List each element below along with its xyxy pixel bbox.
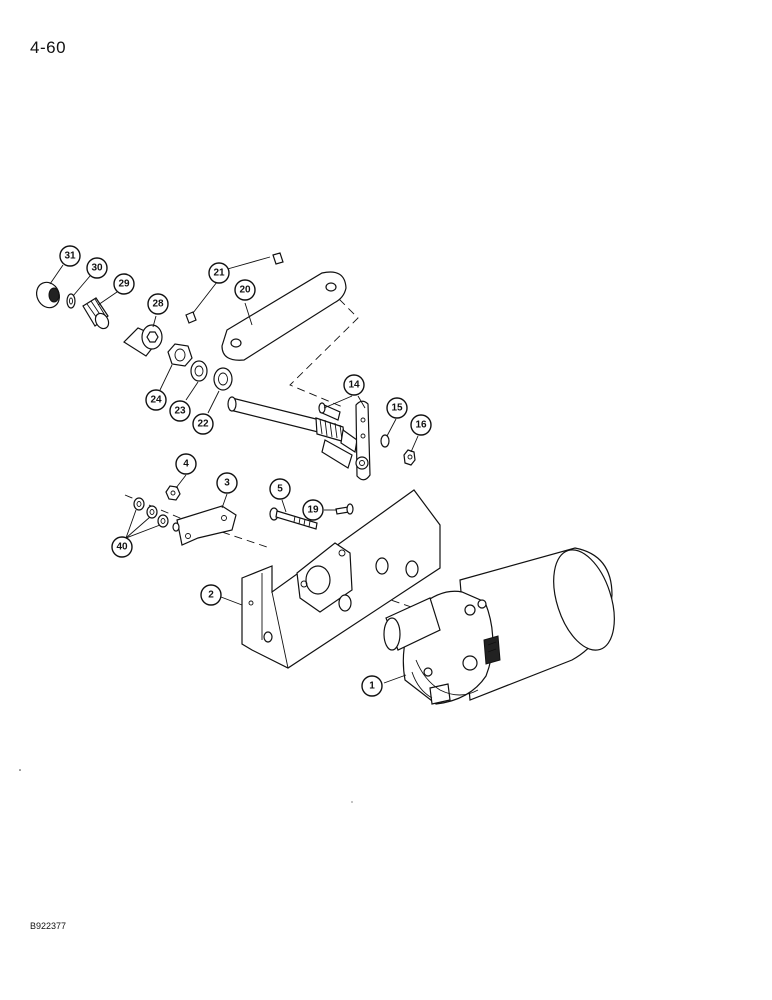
part-15-washer: [380, 434, 390, 448]
part-22-flat-washer: [213, 367, 233, 391]
callout-3: 3: [216, 472, 238, 494]
callout-23: 23: [169, 400, 191, 422]
part-23-washer: [190, 360, 208, 382]
callout-label: 23: [174, 406, 186, 417]
callout-label: 14: [348, 380, 360, 391]
speck: [351, 801, 353, 803]
part-14-crank-plate: [318, 400, 371, 481]
callout-21: 21: [208, 262, 230, 284]
part-24-nut: [167, 343, 193, 367]
callout-label: 2: [208, 590, 214, 601]
part-2-mounting-bracket: [241, 489, 441, 669]
part-16-nut: [403, 449, 416, 466]
callout-30: 30: [86, 257, 108, 279]
callout-label: 19: [307, 505, 319, 516]
callout-16: 16: [410, 414, 432, 436]
callout-22: 22: [192, 413, 214, 435]
callout-label: 1: [369, 681, 375, 692]
callout-label: 21: [213, 268, 225, 279]
part-1-wiper-motor: [383, 547, 615, 705]
callout-label: 20: [239, 285, 251, 296]
part-19-screw: [335, 503, 354, 515]
figure-code: B922377: [30, 921, 67, 931]
part-5-bolt: [269, 507, 318, 530]
part-20-link-arm: [221, 271, 347, 361]
callout-15: 15: [386, 397, 408, 419]
callout-40: 40: [111, 536, 133, 558]
callout-1: 1: [361, 675, 383, 697]
callout-14: 14: [343, 374, 365, 396]
callout-label: 24: [150, 395, 162, 406]
callout-label: 30: [91, 263, 103, 274]
part-21-clip: [185, 252, 284, 324]
part-3-small-bracket: [172, 505, 237, 546]
speck: [19, 769, 21, 771]
callout-label: 15: [391, 403, 403, 414]
drive-shaft: [227, 396, 358, 469]
page-number: 4-60: [30, 38, 67, 57]
callout-label: 29: [118, 279, 130, 290]
callout-28: 28: [147, 293, 169, 315]
callout-4: 4: [175, 453, 197, 475]
callout-2: 2: [200, 584, 222, 606]
callout-19: 19: [302, 499, 324, 521]
callout-label: 5: [277, 484, 283, 495]
part-4-nut: [165, 485, 181, 501]
callout-20: 20: [234, 279, 256, 301]
callout-label: 31: [64, 251, 76, 262]
part-30-washer: [66, 293, 76, 309]
callout-label: 40: [116, 542, 128, 553]
part-31-cap-nut: [36, 281, 60, 309]
callout-29: 29: [113, 273, 135, 295]
leader-lines: [49, 256, 419, 684]
callout-label: 22: [197, 419, 209, 430]
callout-label: 28: [152, 299, 164, 310]
callout-label: 4: [183, 459, 189, 470]
part-29-knurled-knob: [82, 297, 110, 330]
part-40-washers: [133, 497, 169, 528]
callout-label: 16: [415, 420, 427, 431]
callout-label: 3: [224, 478, 230, 489]
callout-24: 24: [145, 389, 167, 411]
part-28-hex-collar: [123, 324, 163, 357]
callout-31: 31: [59, 245, 81, 267]
callout-5: 5: [269, 478, 291, 500]
